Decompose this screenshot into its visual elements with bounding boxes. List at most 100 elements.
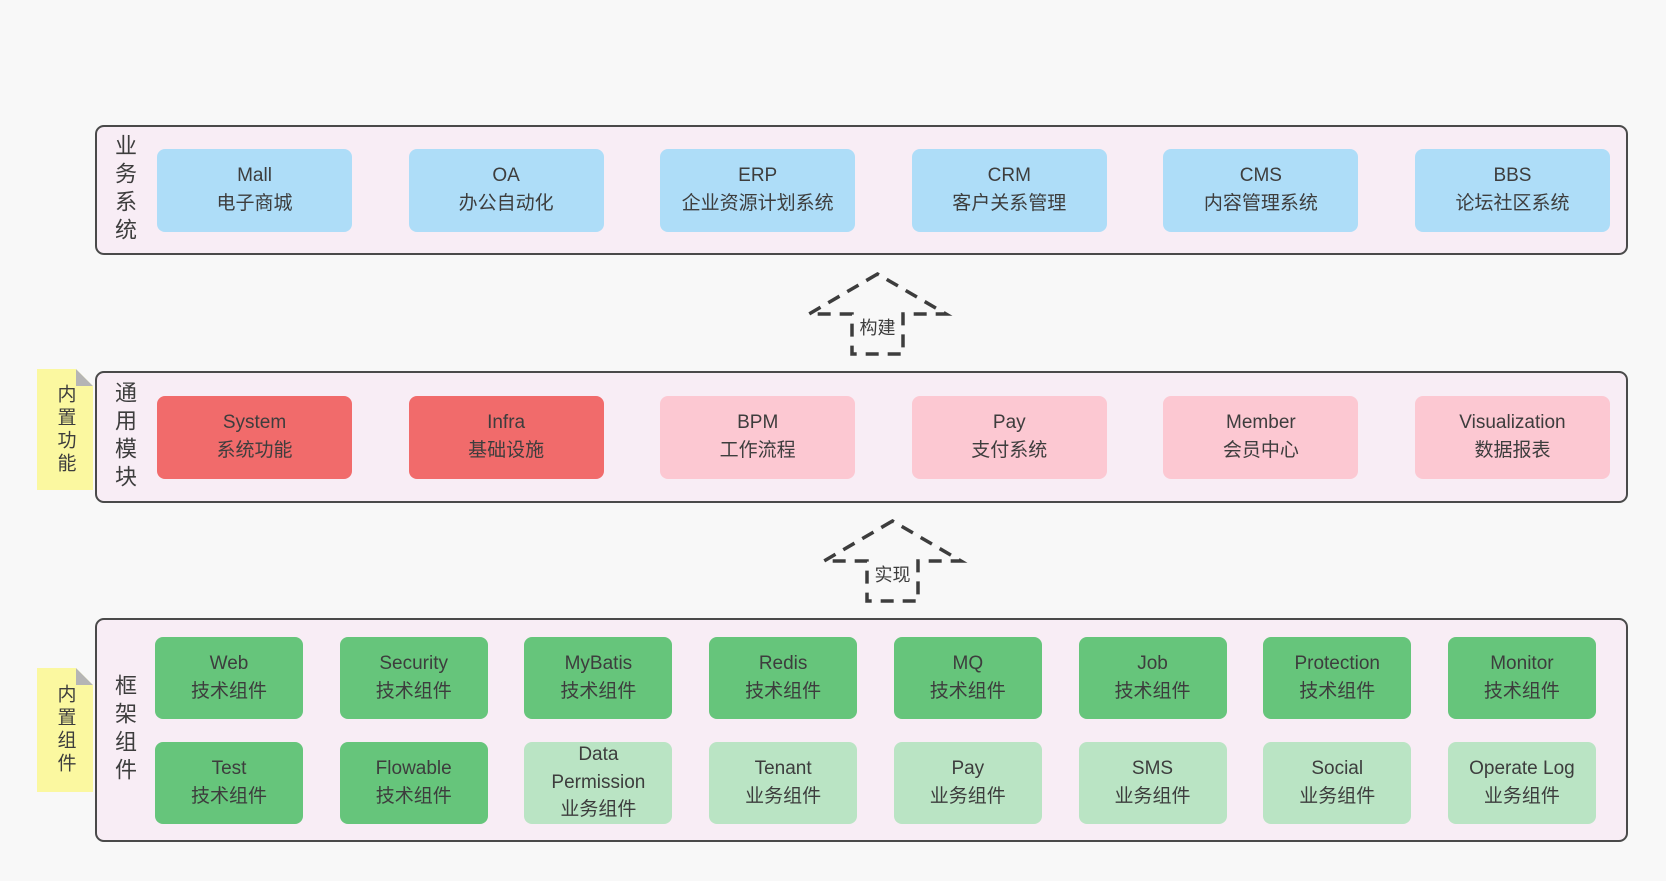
layer-side-label: 业务系统 bbox=[112, 134, 137, 246]
module-title: Data Permission bbox=[551, 744, 646, 793]
module-box-bbs: BBS 论坛社区系统 bbox=[1414, 148, 1610, 232]
module-subtitle: 技术组件 bbox=[190, 785, 267, 807]
module-box-flowable: Flowable 技术组件 bbox=[339, 741, 488, 824]
module-box-infra: Infra 基础设施 bbox=[408, 395, 604, 479]
sticky-note-label: 内置组件 bbox=[54, 684, 76, 776]
module-title: Web bbox=[209, 652, 249, 674]
module-title: BPM bbox=[737, 412, 779, 434]
module-box-mybatis: MyBatis 技术组件 bbox=[524, 636, 673, 719]
module-title: Infra bbox=[487, 412, 526, 434]
module-subtitle: 基础设施 bbox=[468, 440, 545, 461]
module-title: Test bbox=[211, 757, 247, 779]
sticky-note-builtin-components: 内置组件 bbox=[37, 668, 93, 792]
module-subtitle: 业务组件 bbox=[929, 785, 1006, 807]
module-title: Job bbox=[1137, 652, 1168, 674]
folded-corner-icon bbox=[76, 668, 93, 685]
module-box-sms: SMS 业务组件 bbox=[1078, 741, 1227, 824]
module-subtitle: 业务组件 bbox=[1114, 785, 1191, 807]
module-subtitle: 技术组件 bbox=[375, 785, 452, 807]
module-box-job: Job 技术组件 bbox=[1078, 636, 1227, 719]
module-box-web: Web 技术组件 bbox=[155, 636, 303, 719]
module-subtitle: 技术组件 bbox=[375, 680, 452, 702]
module-subtitle: 业务组件 bbox=[1299, 785, 1376, 807]
module-title: Operate Log bbox=[1469, 757, 1575, 779]
module-title: CRM bbox=[987, 165, 1031, 187]
arrow-label: 构建 bbox=[856, 314, 899, 340]
module-title: Social bbox=[1311, 757, 1364, 779]
module-title: OA bbox=[492, 165, 520, 187]
module-title: Redis bbox=[758, 652, 808, 674]
module-box-mq: MQ 技术组件 bbox=[893, 636, 1042, 719]
folded-corner-icon bbox=[76, 369, 93, 386]
module-subtitle: 技术组件 bbox=[929, 680, 1006, 702]
module-title: Pay bbox=[992, 412, 1026, 434]
module-subtitle: 业务组件 bbox=[560, 799, 637, 821]
module-subtitle: 技术组件 bbox=[190, 680, 267, 702]
module-subtitle: 电子商城 bbox=[216, 193, 293, 214]
module-box-test: Test 技术组件 bbox=[155, 741, 303, 824]
module-box-monitor: Monitor 技术组件 bbox=[1447, 636, 1596, 719]
module-title: MQ bbox=[952, 652, 984, 674]
module-box-social: Social 业务组件 bbox=[1263, 741, 1412, 824]
module-subtitle: 技术组件 bbox=[560, 680, 637, 702]
module-subtitle: 工作流程 bbox=[719, 440, 796, 461]
module-box-bpm: BPM 工作流程 bbox=[660, 395, 856, 479]
module-subtitle: 业务组件 bbox=[1483, 785, 1560, 807]
module-subtitle: 客户关系管理 bbox=[952, 193, 1067, 214]
dashed-up-arrow-icon bbox=[802, 271, 953, 356]
module-box-pay: Pay 业务组件 bbox=[893, 741, 1042, 824]
module-box-pay: Pay 支付系统 bbox=[911, 395, 1107, 479]
implement-arrow: 实现 bbox=[817, 518, 968, 603]
arrow-label: 实现 bbox=[871, 561, 914, 587]
module-title: Tenant bbox=[754, 757, 812, 779]
module-subtitle: 论坛社区系统 bbox=[1455, 193, 1570, 214]
module-box-redis: Redis 技术组件 bbox=[709, 636, 858, 719]
module-row: Test 技术组件 Flowable 技术组件 Data Permission 业务组件 T… bbox=[155, 741, 1596, 824]
sticky-note-label: 内置功能 bbox=[54, 383, 76, 476]
module-subtitle: 内容管理系统 bbox=[1203, 193, 1318, 214]
module-title: BBS bbox=[1493, 165, 1532, 187]
module-box-operate-log: Operate Log 业务组件 bbox=[1447, 741, 1596, 824]
module-title: Security bbox=[379, 652, 449, 674]
module-title: Mall bbox=[237, 165, 272, 187]
module-title: CMS bbox=[1239, 165, 1282, 187]
module-title: Monitor bbox=[1490, 652, 1554, 674]
layer-side-label: 通用模块 bbox=[112, 381, 137, 493]
module-box-crm: CRM 客户关系管理 bbox=[911, 148, 1107, 232]
build-arrow: 构建 bbox=[802, 271, 953, 356]
module-subtitle: 办公自动化 bbox=[458, 193, 554, 214]
module-subtitle: 技术组件 bbox=[1483, 680, 1560, 702]
module-title: SMS bbox=[1131, 757, 1174, 779]
module-title: MyBatis bbox=[564, 652, 633, 674]
module-box-security: Security 技术组件 bbox=[339, 636, 488, 719]
module-subtitle: 支付系统 bbox=[971, 440, 1048, 461]
module-title: Visualization bbox=[1459, 412, 1566, 434]
module-subtitle: 系统功能 bbox=[216, 440, 293, 461]
module-title: Pay bbox=[951, 757, 985, 779]
module-box-cms: CMS 内容管理系统 bbox=[1163, 148, 1359, 232]
module-box-data-permission: Data Permission 业务组件 bbox=[524, 741, 673, 824]
layer-side-label: 框架组件 bbox=[112, 674, 137, 786]
dashed-up-arrow-icon bbox=[817, 518, 968, 603]
module-subtitle: 会员中心 bbox=[1222, 440, 1299, 461]
module-title: Flowable bbox=[375, 757, 452, 779]
module-box-mall: Mall 电子商城 bbox=[157, 148, 352, 232]
module-subtitle: 技术组件 bbox=[1114, 680, 1191, 702]
module-subtitle: 技术组件 bbox=[745, 680, 822, 702]
